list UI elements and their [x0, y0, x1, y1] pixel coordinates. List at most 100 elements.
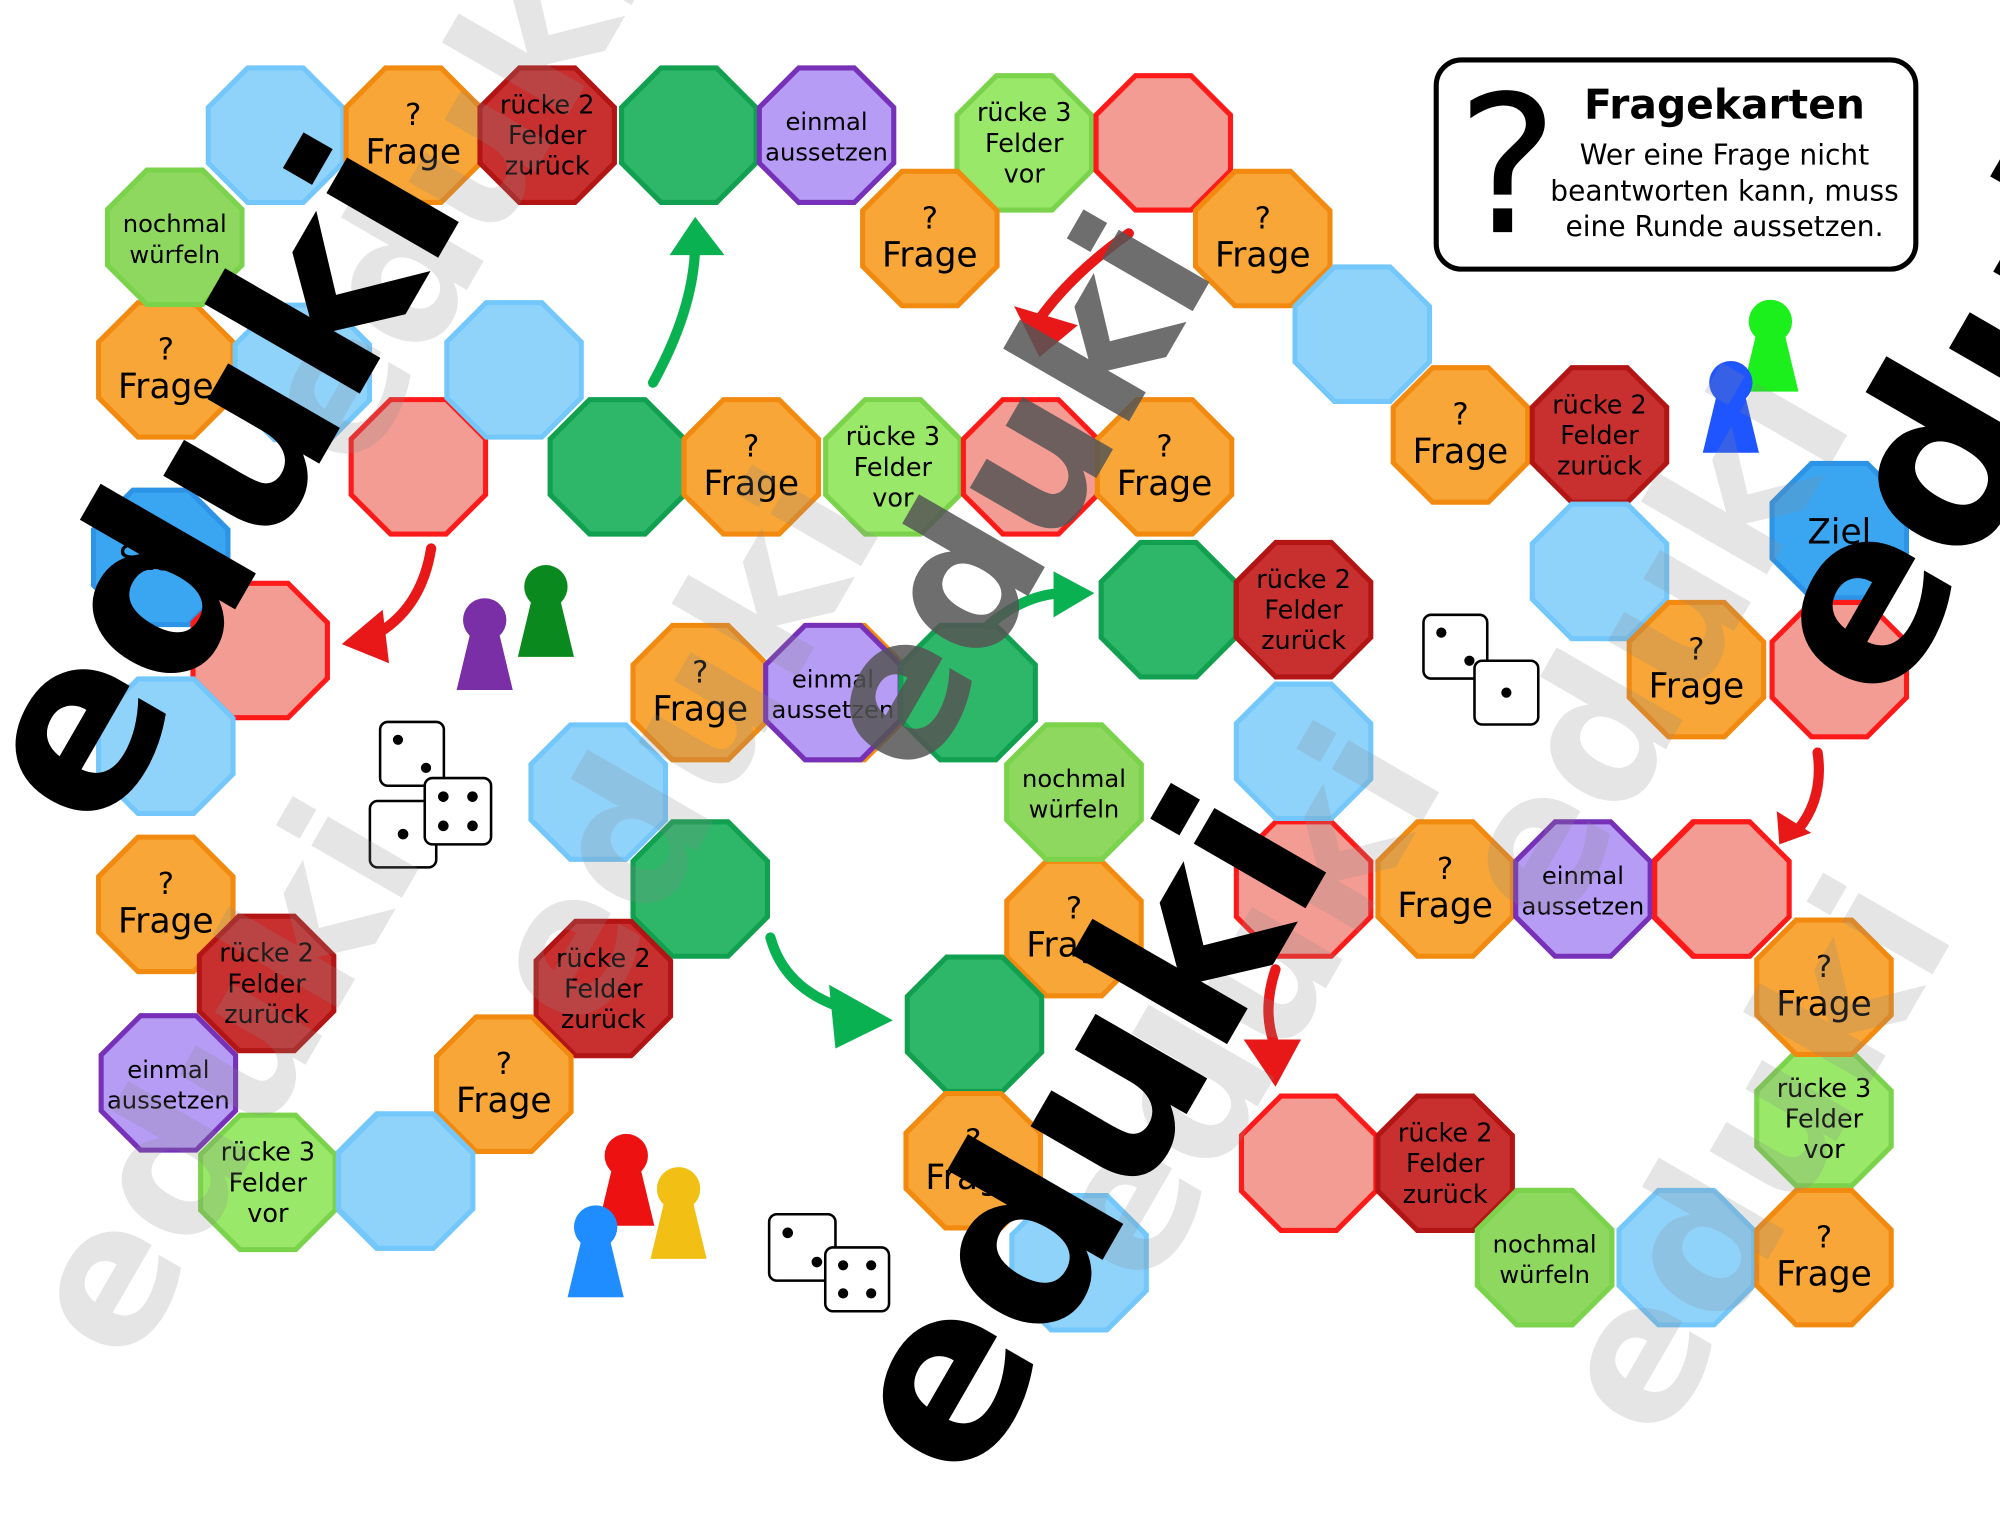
field-octagon	[756, 65, 897, 205]
field-label: Frage	[456, 1081, 552, 1121]
field-octagon	[1754, 917, 1894, 1058]
pawn-body	[1742, 327, 1799, 392]
field-octagon	[630, 622, 771, 763]
field-green	[619, 65, 759, 205]
pawn-green-icon	[517, 565, 574, 657]
die-pip	[866, 1260, 877, 1271]
die-pip	[782, 1227, 794, 1239]
field-label: rücke 3	[221, 1138, 316, 1168]
arrow-head	[1014, 306, 1078, 358]
pawn-red-icon	[598, 1133, 655, 1226]
pawn-body	[517, 593, 574, 657]
field-label: Frage	[1026, 926, 1122, 966]
field-label: Felder	[227, 969, 306, 999]
field-octagon	[1009, 1192, 1149, 1333]
field-label: rücke 2	[1398, 1119, 1493, 1149]
field-question-mark: ?	[1255, 201, 1271, 236]
field-label: Frage	[118, 367, 214, 407]
die-pip	[397, 828, 409, 840]
field-label: vor	[872, 483, 914, 513]
field-label: Frage	[703, 464, 799, 504]
field-orange: ?Frage	[1375, 819, 1515, 959]
dice-icon	[767, 1213, 837, 1282]
arrow-shaft	[765, 932, 847, 1013]
dice-icon	[1473, 659, 1540, 726]
field-label: zurück	[561, 1005, 646, 1035]
field-green	[898, 622, 1038, 763]
field-orange: ?Frage	[343, 65, 484, 205]
field-label: würfeln	[1029, 796, 1120, 824]
dice-icon	[823, 1246, 891, 1313]
field-orange: ?Frage	[903, 1090, 1043, 1231]
die-pip	[1436, 627, 1447, 638]
field-salmon	[1652, 819, 1792, 959]
arrow-red-left-icon	[341, 543, 437, 664]
field-label: Felder	[1785, 1105, 1864, 1135]
field-octagon	[90, 487, 231, 628]
field-orange: ?Frage	[96, 300, 236, 440]
legend-text: Wer eine Frage nicht beantworten kann, m…	[1541, 139, 1908, 246]
dice-icon	[378, 720, 446, 787]
field-label: Frage	[1413, 432, 1509, 472]
field-label: rücke 2	[556, 944, 651, 974]
pawn-yellow-icon	[650, 1167, 707, 1259]
field-question-mark: ?	[743, 430, 759, 465]
field-octagon	[198, 1112, 338, 1253]
field-label: aussetzen	[1522, 893, 1645, 921]
field-label: zurück	[1261, 626, 1346, 656]
field-label: nochmal	[1493, 1231, 1597, 1259]
die-pip	[1501, 687, 1512, 698]
arrow-green-right-icon	[983, 571, 1095, 631]
field-octagon	[547, 397, 688, 537]
field-orange: ?Frage	[681, 397, 822, 537]
field-label: einmal	[792, 665, 874, 693]
field-label: rücke 3	[1777, 1074, 1872, 1104]
field-orange: ?Frage	[1754, 917, 1894, 1058]
field-octagon	[1616, 1187, 1756, 1328]
field-label: Frage	[925, 1158, 1021, 1198]
field-label: zurück	[505, 152, 590, 182]
field-label: Frage	[1649, 667, 1745, 707]
field-orange: ?Frage	[1626, 599, 1767, 740]
field-octagon	[1769, 599, 1910, 740]
pawn-body	[1702, 389, 1759, 453]
field-question-mark: ?	[496, 1047, 512, 1082]
arrow-green-up-icon	[647, 216, 725, 388]
arrow-head	[341, 609, 390, 664]
field-label: Frage	[1776, 984, 1872, 1024]
field-orange: ?Frage	[434, 1014, 574, 1154]
field-question-mark: ?	[965, 1124, 981, 1159]
field-question-mark: ?	[922, 201, 938, 236]
field-octagon	[1529, 501, 1670, 642]
field-orange: ?Frage	[96, 834, 236, 975]
field-label: Frage	[1397, 886, 1493, 926]
field-label: aussetzen	[772, 696, 895, 724]
question-mark-icon: ?	[1456, 56, 1559, 279]
field-orange: ?Frage	[1192, 168, 1333, 309]
field-octagon	[96, 834, 236, 975]
legend-line-3: eine Runde aussetzen.	[1565, 211, 1884, 244]
field-question-mark: ?	[1688, 632, 1704, 667]
field-octagon	[1652, 819, 1792, 959]
arrow-red-down-icon	[1243, 964, 1302, 1087]
field-octagon	[196, 913, 337, 1054]
field-label: einmal	[1542, 862, 1624, 890]
field-label: würfeln	[129, 241, 220, 269]
die-pip	[811, 1256, 823, 1268]
field-blue	[205, 65, 346, 205]
field-octagon	[681, 397, 822, 537]
field-label: Felder	[985, 129, 1064, 159]
field-salmon	[1233, 819, 1374, 959]
die-pip	[438, 820, 449, 832]
watermark: eduki	[778, 745, 1385, 1520]
arrow-red-left-icon	[1014, 228, 1134, 358]
field-label: Frage	[1215, 236, 1311, 276]
field-octagon	[1233, 539, 1374, 680]
field-salmon	[960, 397, 1101, 537]
watermark: eduki	[1404, 333, 1895, 961]
